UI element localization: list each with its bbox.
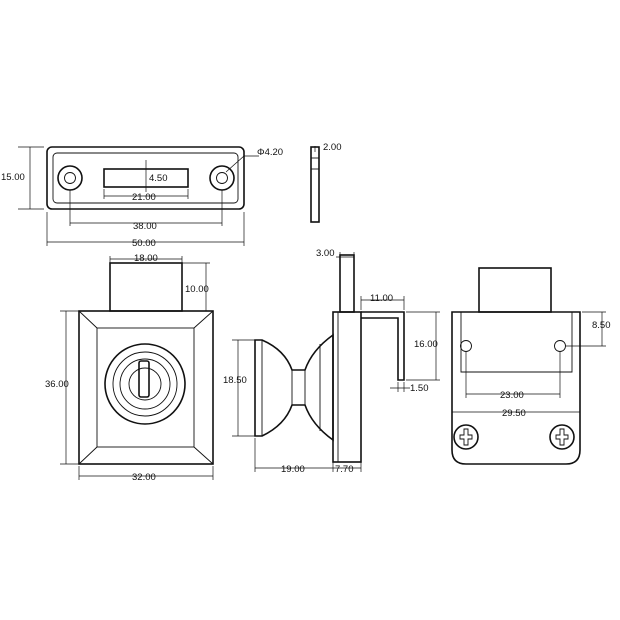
dim-bolt-thickness: 3.00 [316,248,335,259]
back-view: 8.50 23.00 29.50 [451,267,611,465]
back-plate-outline [451,311,581,465]
keyway-slot [138,360,150,398]
strike-plate-side-view: 2.00 [310,142,342,223]
right-mount-hole-countersink [209,165,235,191]
dim-back-plate-width: 29.50 [502,408,526,419]
left-mount-hole-countersink [57,165,83,191]
dim-slot-width: 21.00 [132,192,156,203]
bolt-top [109,262,183,312]
strike-plate-outline [46,146,245,210]
strike-plate-inner-outline [52,152,239,204]
key-cylinder-inner [119,358,171,410]
dim-bracket-length: 11.00 [370,293,393,304]
dim-hole-diameter: Φ4.20 [257,147,283,158]
side-view: 3.00 11.00 16.00 1.50 18.50 19.00 7.70 [223,248,440,475]
lock-body-outline [78,310,214,465]
dim-body-width: 32.00 [132,472,156,483]
bolt-side [339,254,355,313]
dim-body-height: 36.00 [45,379,69,390]
dim-strike-height: 15.00 [1,172,25,183]
front-view: 18.00 10.00 36.00 32.00 [45,253,214,483]
back-right-hole [554,340,566,352]
dim-flange-thickness: 7.70 [335,464,354,475]
back-left-hole [460,340,472,352]
right-mount-hole [216,172,228,184]
dim-bolt-projection: 10.00 [185,284,209,295]
dim-plate-width: 50.00 [132,238,156,249]
dim-plate-thickness: 2.00 [323,142,342,153]
dim-bracket-thickness: 1.50 [410,383,429,394]
dim-slot-height: 4.50 [149,173,168,184]
dim-cylinder-length: 19.00 [281,464,305,475]
dim-hole-spacing: 38.00 [133,221,157,232]
bolt-back [478,267,552,313]
dim-hole-offset: 8.50 [592,320,611,331]
mounting-bracket [361,311,405,381]
knob-profile [254,333,334,442]
left-mount-hole [64,172,76,184]
strike-plate-view: 15.00 Φ4.20 4.50 21.00 38.00 50.00 [1,146,283,249]
dim-knob-diameter: 18.50 [223,375,247,386]
key-cylinder-core [128,367,162,401]
dim-bracket-height: 16.00 [414,339,438,350]
left-screw-icon [453,424,479,450]
key-cylinder-outer [104,343,186,425]
dim-bolt-width: 18.00 [134,253,158,264]
lock-body-face [96,327,195,448]
key-cylinder-ring [112,351,178,417]
right-screw-icon [549,424,575,450]
flange-side [332,311,362,463]
dim-back-hole-spacing: 23.00 [500,390,524,401]
